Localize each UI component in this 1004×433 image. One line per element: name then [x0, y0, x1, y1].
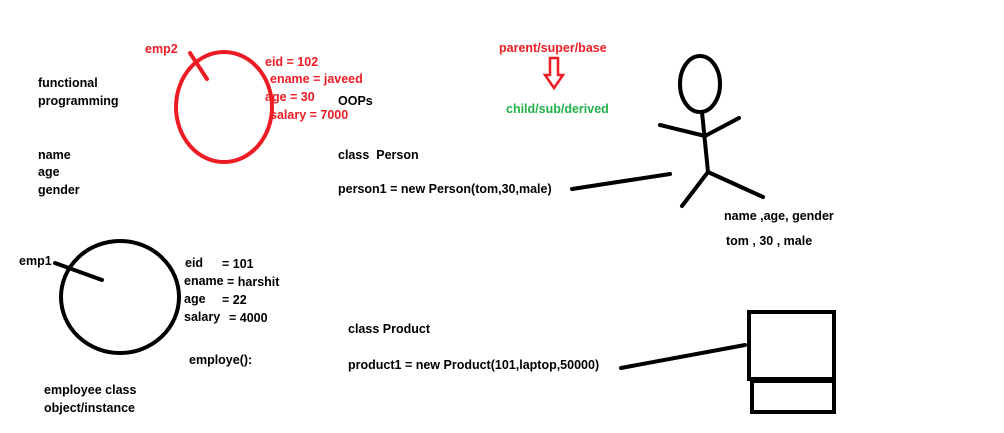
stick-figure-right-leg [706, 170, 765, 199]
product-instance-statement: product1 = new Product(101,laptop,50000) [348, 358, 600, 372]
emp2-age: age = 30 [265, 90, 315, 104]
functional-label: functional [38, 76, 98, 90]
stick-figure-right-arm [703, 116, 741, 138]
attr-age-label: age [38, 165, 60, 179]
attr-name-label: name [38, 148, 71, 162]
stick-figure-left-leg [680, 170, 710, 208]
inheritance-parent-label: parent/super/base [499, 41, 607, 55]
emp1-pointer-line [53, 261, 104, 282]
emp1-age-key: age [184, 292, 206, 306]
emp1-salary-key: salary [184, 310, 221, 324]
stick-figure-head [678, 54, 722, 114]
emp1-method-label: employe(): [189, 353, 253, 367]
person-attributes-label: name ,age, gender [724, 209, 834, 223]
emp1-ename-key: ename [184, 274, 224, 288]
product-box-bottom [750, 379, 836, 414]
inheritance-down-arrow [542, 56, 566, 91]
stick-figure-left-arm [658, 123, 707, 138]
product-connector-line [619, 343, 747, 370]
emp1-ename-value: = harshit [227, 275, 280, 289]
emp2-eid: eid = 102 [265, 55, 319, 69]
inheritance-child-label: child/sub/derived [506, 102, 609, 116]
employee-class-caption: employee class [44, 383, 137, 397]
emp1-object-circle [59, 239, 181, 355]
emp1-label: emp1 [19, 254, 52, 268]
emp2-pointer-line [188, 51, 209, 81]
attr-gender-label: gender [38, 183, 80, 197]
emp2-salary: salary = 7000 [270, 108, 349, 122]
emp1-salary-value: = 4000 [229, 311, 268, 325]
programming-label: programming [38, 94, 119, 108]
oops-label: OOPs [338, 94, 373, 108]
person-connector-line [570, 172, 672, 191]
emp1-eid-key: eid [185, 256, 204, 270]
emp2-label: emp2 [145, 42, 178, 56]
emp2-ename: ename = javeed [270, 72, 363, 86]
emp1-age-value: = 22 [222, 293, 247, 307]
person-stick-figure [658, 54, 765, 208]
person-instance-statement: person1 = new Person(tom,30,male) [338, 182, 552, 196]
object-instance-caption: object/instance [44, 401, 135, 415]
product-box-top [747, 310, 836, 381]
person-class-declaration: class Person [338, 148, 419, 162]
emp1-eid-value: = 101 [222, 257, 254, 271]
person-values-label: tom , 30 , male [726, 234, 813, 248]
product-class-declaration: class Product [348, 322, 430, 336]
stick-figure-body [700, 110, 710, 174]
emp2-object-circle [174, 50, 274, 164]
